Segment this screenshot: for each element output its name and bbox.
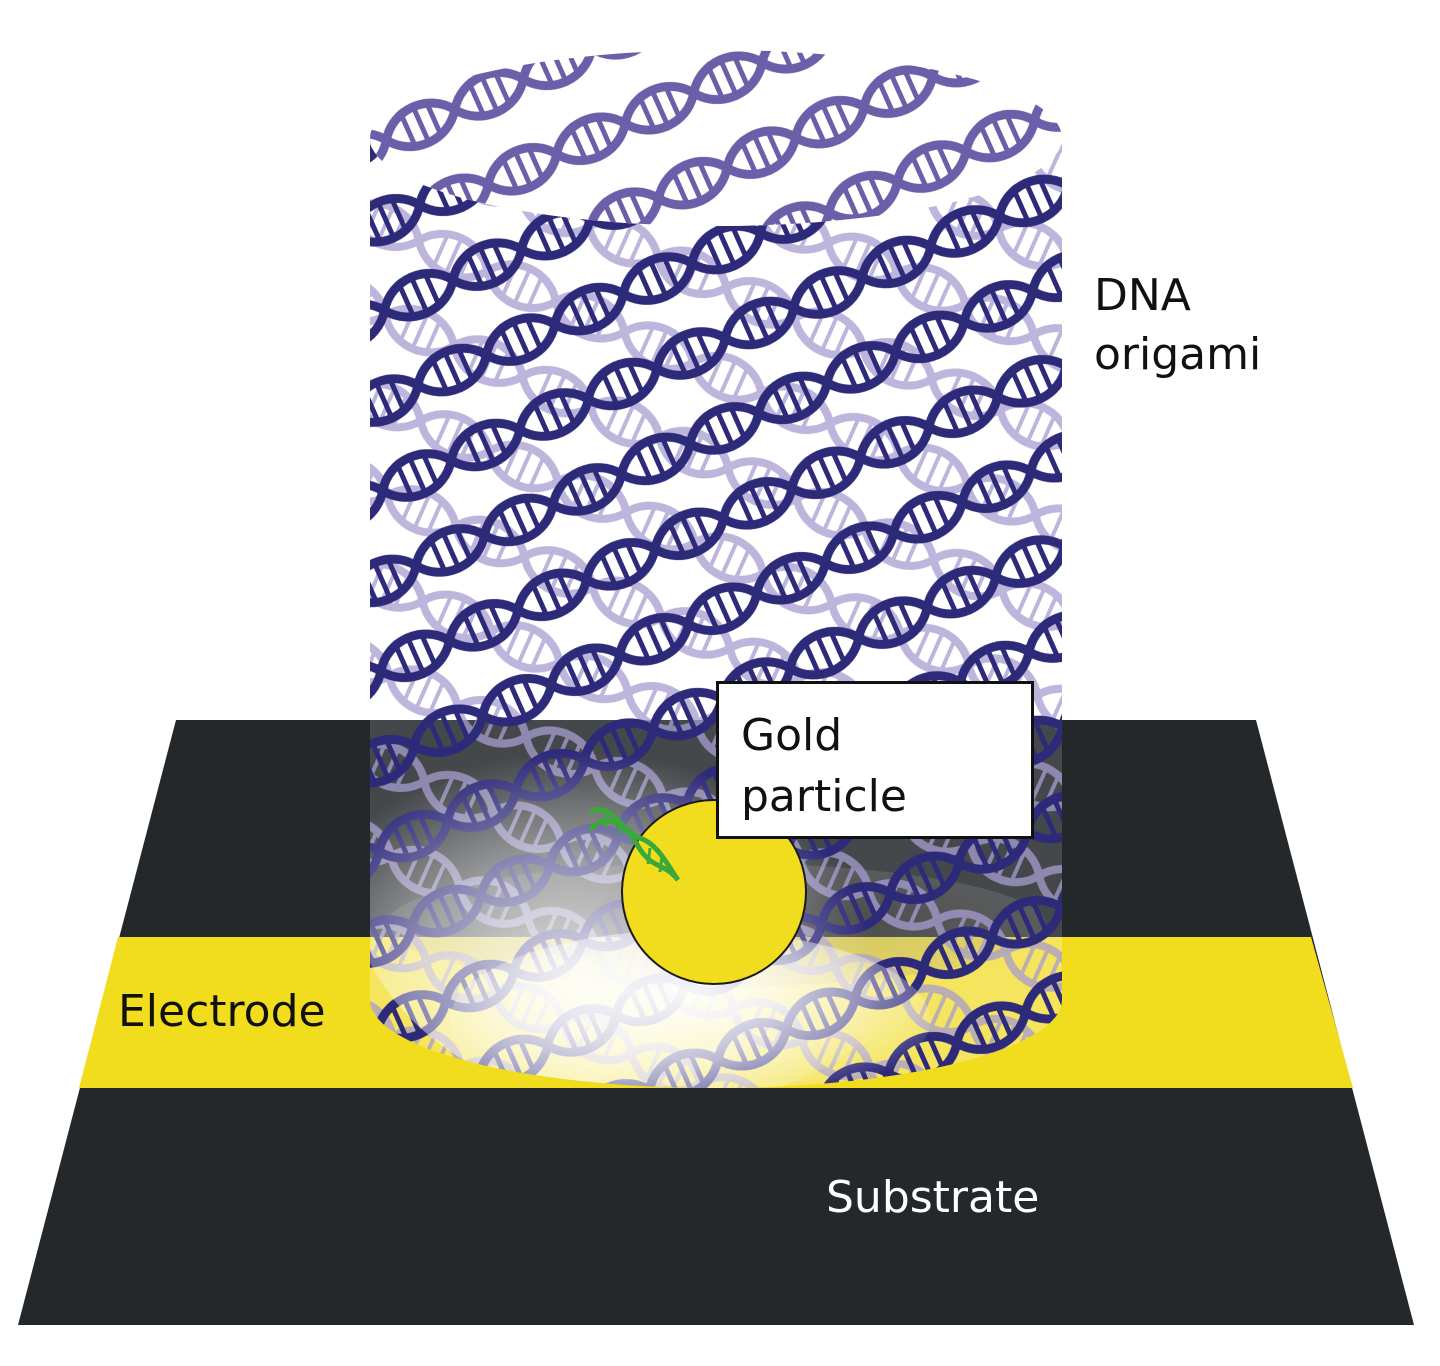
dna-origami-label: DNA origami	[1094, 266, 1261, 385]
linker-dna-icon	[588, 807, 681, 882]
substrate-label: Substrate	[826, 1172, 1040, 1223]
dna-origami-label-line2: origami	[1094, 329, 1262, 381]
gold-particle	[621, 799, 807, 985]
dna-origami-label-line1: DNA	[1094, 270, 1191, 321]
gold-particle-label-line2: particle	[741, 770, 907, 822]
gold-particle-label: Gold particle	[741, 706, 1031, 827]
electrode-label: Electrode	[118, 986, 326, 1037]
gold-particle-label-line1: Gold	[741, 710, 843, 761]
gold-particle-callout: Gold particle	[716, 681, 1034, 839]
